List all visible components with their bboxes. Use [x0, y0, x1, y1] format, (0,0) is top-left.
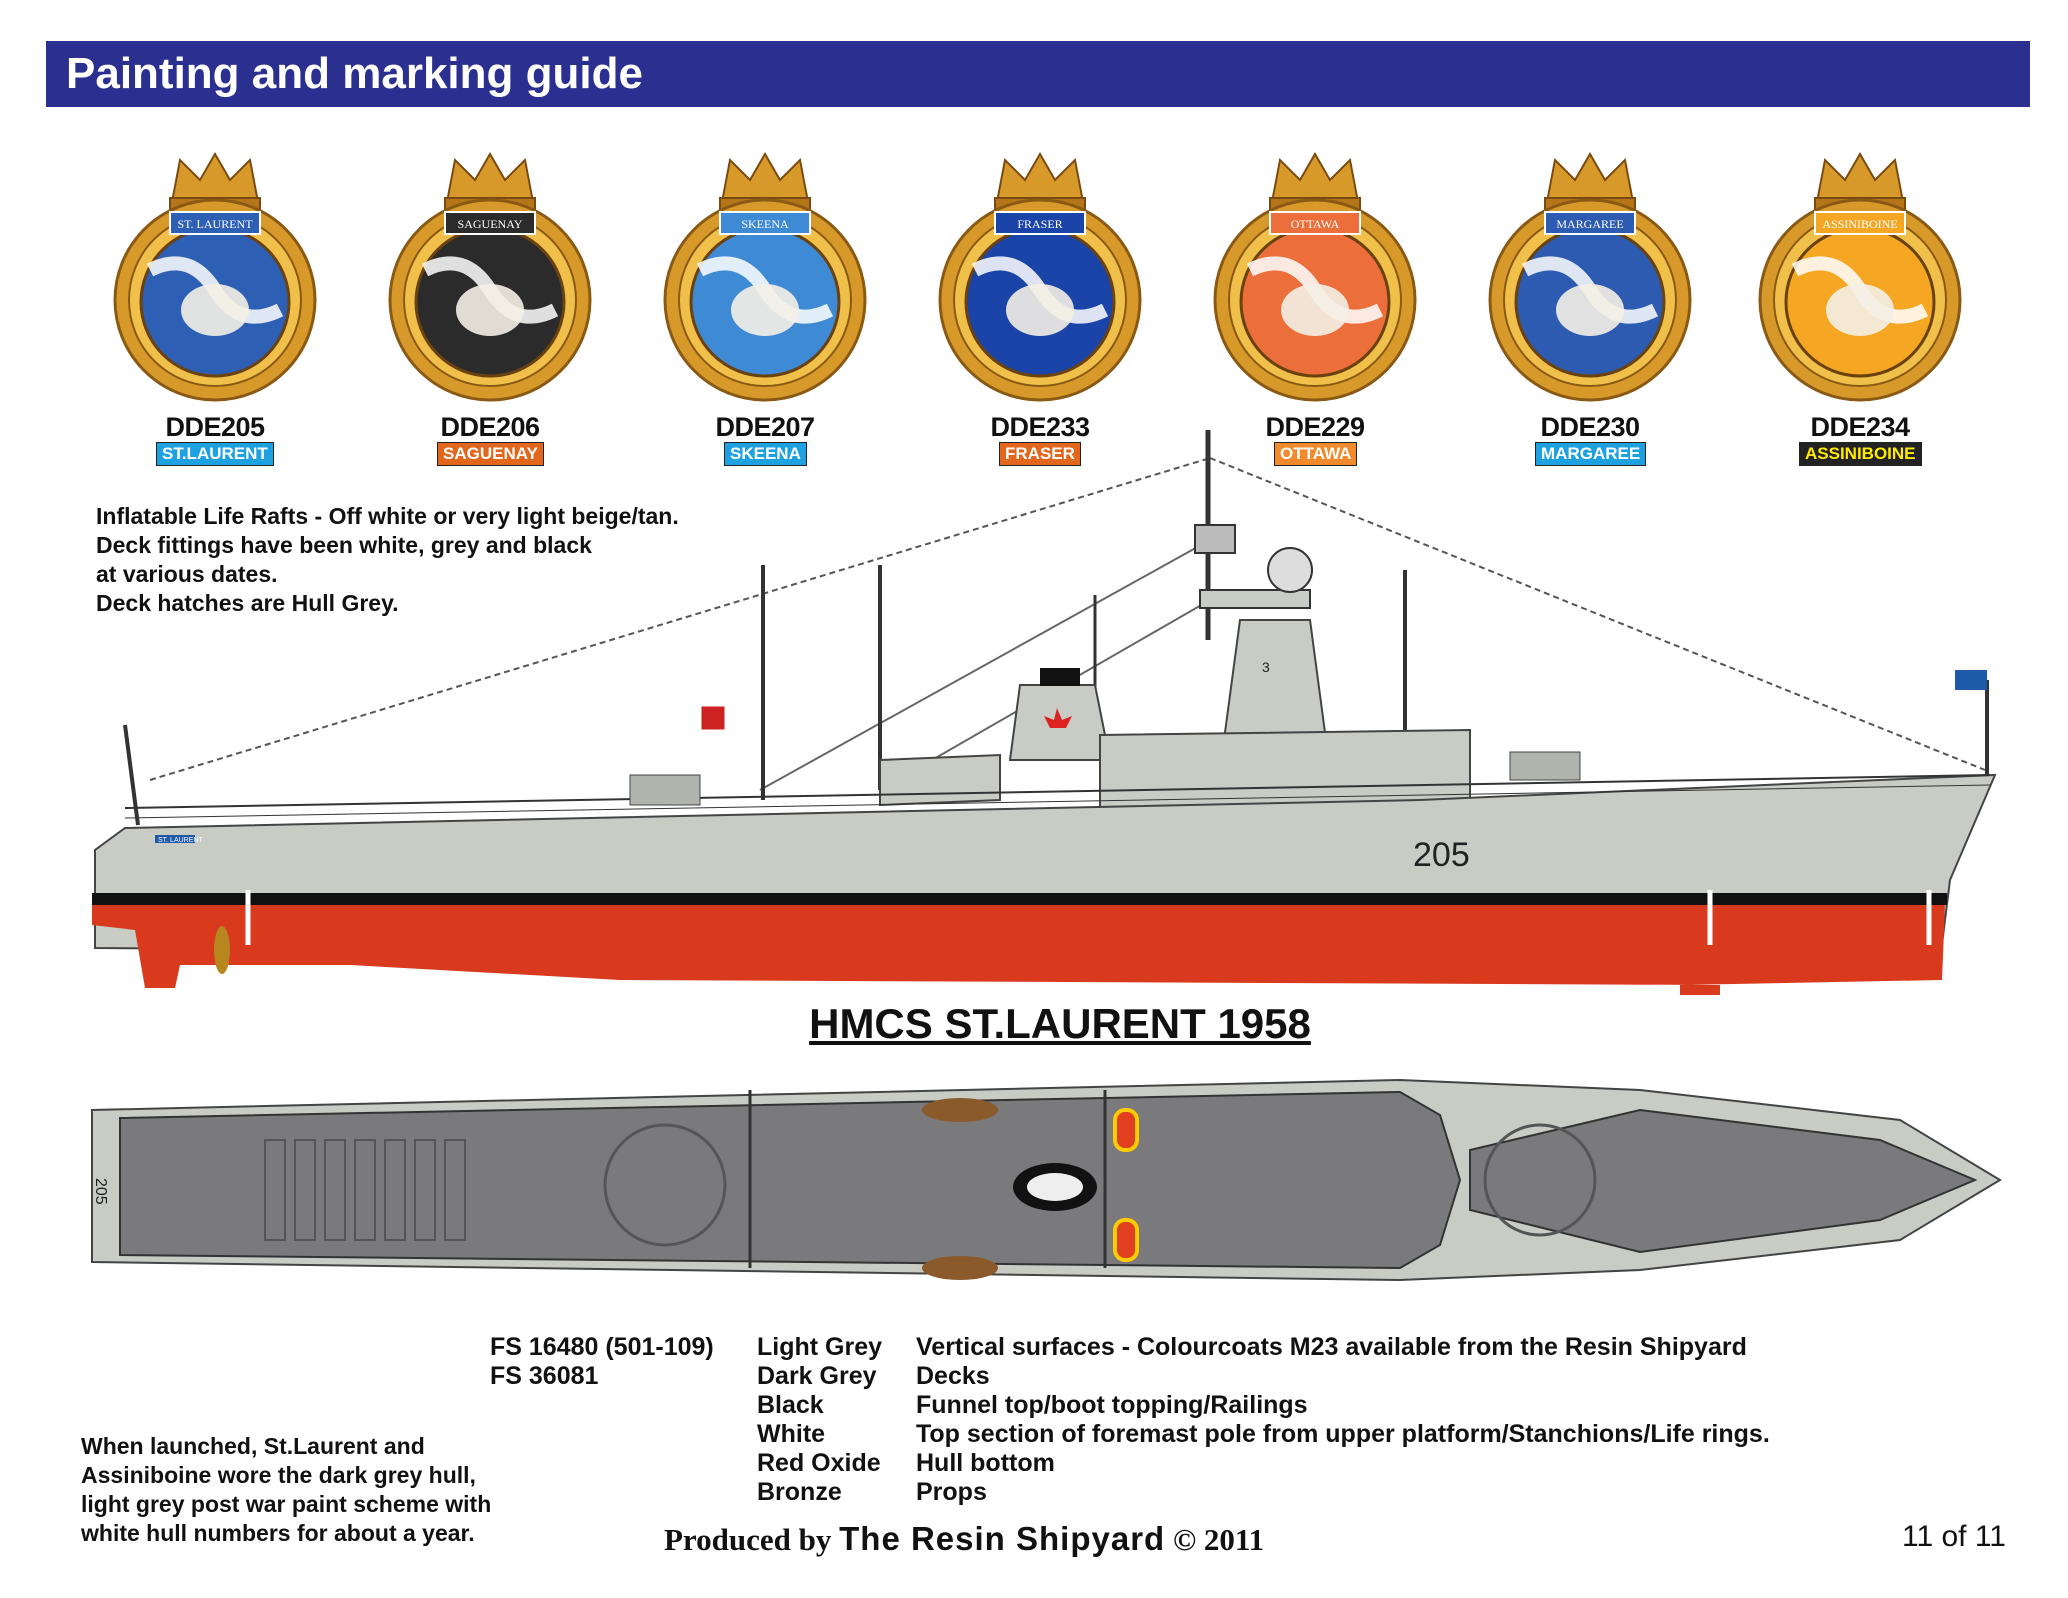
crest-name: ST.LAURENT — [156, 442, 274, 466]
crest-code: DDE207 — [715, 412, 815, 442]
note-line: Deck hatches are Hull Grey. — [96, 590, 399, 616]
note-line: at various dates. — [96, 561, 278, 587]
maple-leaf-icon — [1044, 708, 1072, 728]
colour-name: Bronze — [757, 1478, 842, 1506]
crest-name: FRASER — [999, 442, 1081, 466]
crest-plate: SKEENA — [741, 217, 789, 231]
page-title: Painting and marking guide — [66, 49, 643, 98]
launched-note: When launched, St.Laurent and Assiniboin… — [81, 1432, 491, 1548]
crest-code: DDE229 — [1265, 412, 1365, 442]
crest-name: MARGAREE — [1535, 442, 1647, 466]
stern-name: ST. LAURENT — [158, 837, 203, 844]
crest-plate: OTTAWA — [1291, 217, 1340, 231]
crest-name: SAGUENAY — [437, 442, 544, 466]
colour-name: Light Grey — [757, 1333, 883, 1361]
crest-plate: ST. LAURENT — [177, 217, 253, 231]
launched-line: white hull numbers for about a year. — [81, 1520, 475, 1546]
credit-line: Produced by The Resin Shipyard © 2011 — [664, 1520, 1264, 1558]
jack-flag-icon — [698, 703, 728, 733]
colour-use: Vertical surfaces - Colourcoats M23 avai… — [916, 1333, 1747, 1361]
salmon-icon — [696, 256, 834, 336]
crest-code: DDE233 — [990, 412, 1090, 442]
launched-line: light grey post war paint scheme with — [81, 1491, 492, 1517]
propeller-icon — [214, 926, 230, 974]
crest-code: DDE230 — [1540, 412, 1640, 442]
credit-brand: The Resin Shipyard — [839, 1520, 1166, 1557]
colour-uses: Vertical surfaces - Colourcoats M23 avai… — [916, 1333, 1770, 1507]
beaver-icon — [1246, 256, 1384, 336]
note-line: Inflatable Life Rafts - Off white or ver… — [96, 503, 679, 529]
notes-block: Inflatable Life Rafts - Off white or ver… — [96, 502, 679, 618]
colour-name: Black — [757, 1391, 824, 1419]
crest-plate: MARGAREE — [1556, 217, 1623, 231]
colour-name: White — [757, 1420, 826, 1448]
hull-number: 205 — [1413, 836, 1470, 874]
credit-suffix: © 2011 — [1172, 1522, 1265, 1557]
launched-line: Assiniboine wore the dark grey hull, — [81, 1462, 476, 1488]
crest-name: ASSINIBOINE — [1799, 442, 1922, 466]
colour-use: Top section of foremast pole from upper … — [916, 1420, 1770, 1448]
ensign-flag-icon — [1955, 670, 1987, 690]
crest-code: DDE205 — [165, 412, 265, 442]
native-portrait-icon — [421, 256, 559, 336]
colour-name: Red Oxide — [757, 1449, 881, 1477]
ship-title: HMCS ST.LAURENT 1958 — [809, 1000, 1311, 1047]
plan-hull-number: 205 — [92, 1178, 109, 1205]
note-line: Deck fittings have been white, grey and … — [96, 532, 592, 558]
colour-use: Funnel top/boot topping/Railings — [916, 1391, 1308, 1419]
colour-use: Props — [916, 1478, 987, 1506]
header-banner: Painting and marking guide — [46, 41, 2030, 107]
crest-plate: ASSINIBOINE — [1822, 217, 1897, 231]
fs-code: FS 36081 — [490, 1362, 599, 1390]
lifeboat-icon — [922, 1256, 998, 1280]
colour-name: Dark Grey — [757, 1362, 877, 1390]
launched-line: When launched, St.Laurent and — [81, 1433, 425, 1459]
lifeboat-icon — [922, 1098, 998, 1122]
crest-code: DDE234 — [1810, 412, 1910, 442]
credit-prefix: Produced by — [664, 1522, 832, 1557]
crest-plate: SAGUENAY — [458, 217, 523, 231]
crest-code: DDE206 — [440, 412, 540, 442]
ship-plan-view: 205 — [91, 1078, 2002, 1282]
daisy-icon — [1521, 256, 1659, 336]
whale-icon — [146, 256, 284, 336]
ship-side-profile: 3 ST. LAURENT 205 — [92, 430, 1997, 995]
crest-name: OTTAWA — [1274, 442, 1358, 466]
colour-use: Decks — [916, 1362, 990, 1390]
stag-icon — [971, 256, 1109, 336]
colour-use: Hull bottom — [916, 1449, 1055, 1477]
bison-icon — [1791, 256, 1929, 336]
funnel-mark: 3 — [1262, 659, 1270, 675]
colour-names: Light Grey Dark Grey Black White Red Oxi… — [757, 1333, 882, 1507]
fs-codes: FS 16480 (501-109) FS 36081 — [490, 1333, 714, 1391]
crest-plate: FRASER — [1017, 217, 1062, 231]
crest-name: SKEENA — [724, 442, 807, 466]
page-number: 11 of 11 — [1902, 1520, 2006, 1553]
fs-code: FS 16480 (501-109) — [490, 1333, 714, 1361]
